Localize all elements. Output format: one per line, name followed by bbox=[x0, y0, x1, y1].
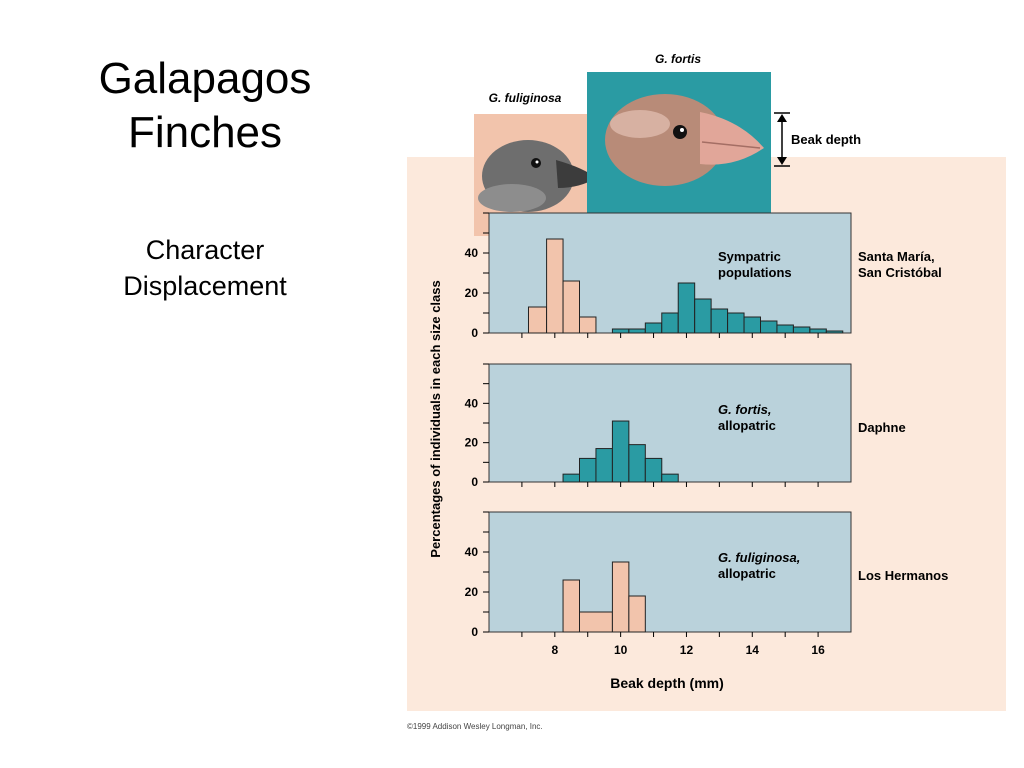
histogram-bar bbox=[628, 328, 646, 334]
panel-annotation: allopatric bbox=[718, 418, 776, 433]
y-tick-label: 40 bbox=[465, 396, 479, 410]
histogram-bar bbox=[527, 306, 548, 334]
slide-title-line: Finches bbox=[127, 108, 283, 157]
label-g-fuliginosa: G. fuliginosa bbox=[489, 91, 562, 105]
slide-subtitle: Character Displacement bbox=[40, 232, 370, 304]
panel-annotation: allopatric bbox=[718, 566, 776, 581]
location-label: Santa María, bbox=[858, 249, 935, 264]
histogram-bar bbox=[694, 298, 712, 334]
histogram-bar bbox=[677, 282, 696, 334]
panel-annotation: Sympatric bbox=[718, 249, 781, 264]
x-tick-label: 16 bbox=[811, 643, 825, 657]
histogram-bar bbox=[661, 473, 679, 483]
slide-subtitle-line: Displacement bbox=[123, 271, 287, 301]
location-label: Los Hermanos bbox=[858, 568, 948, 583]
panel-area bbox=[488, 511, 852, 633]
copyright-note: ©1999 Addison Wesley Longman, Inc. bbox=[407, 722, 543, 731]
histogram-bar bbox=[727, 312, 745, 334]
label-beak-depth: Beak depth bbox=[791, 132, 861, 147]
panel-annotation: G. fuliginosa, bbox=[718, 550, 800, 565]
x-axis-label: Beak depth (mm) bbox=[610, 675, 724, 691]
x-tick-label: 14 bbox=[746, 643, 760, 657]
location-label: San Cristóbal bbox=[858, 265, 942, 280]
histogram-bar bbox=[579, 316, 597, 334]
panel-annotation: G. fortis, bbox=[718, 402, 771, 417]
histogram-bar bbox=[546, 238, 564, 334]
histogram-bar bbox=[562, 280, 581, 334]
histogram-bar bbox=[579, 457, 597, 483]
histogram-bar bbox=[562, 473, 581, 483]
slide-subtitle-line: Character bbox=[145, 235, 265, 265]
y-tick-label: 0 bbox=[471, 475, 478, 489]
label-g-fortis: G. fortis bbox=[655, 52, 701, 66]
y-tick-label: 20 bbox=[465, 286, 479, 300]
histogram-bar bbox=[611, 420, 630, 483]
histogram-bar bbox=[644, 457, 663, 483]
slide-title: Galapagos Finches bbox=[40, 52, 370, 160]
histogram-bar bbox=[595, 448, 613, 483]
histogram-bar bbox=[776, 324, 794, 334]
histogram-bar bbox=[579, 611, 613, 633]
histogram-bar bbox=[760, 320, 778, 334]
histogram-panel: 0 20 40 G. fortis,allopatric Daphne bbox=[465, 363, 906, 489]
panel-annotation: populations bbox=[718, 265, 792, 280]
x-tick-label: 12 bbox=[680, 643, 694, 657]
y-axis-label: Percentages of individuals in each size … bbox=[428, 280, 443, 557]
histogram-bar bbox=[809, 328, 827, 334]
y-tick-label: 40 bbox=[465, 545, 479, 559]
y-tick-label: 20 bbox=[465, 436, 479, 450]
finch-head-fortis-icon bbox=[587, 72, 771, 220]
histogram-bar bbox=[792, 326, 811, 334]
y-tick-label: 20 bbox=[465, 585, 479, 599]
histogram-bar bbox=[611, 328, 630, 334]
beak-depth-arrow-icon bbox=[774, 112, 790, 167]
x-tick-label: 10 bbox=[614, 643, 628, 657]
histogram-bar bbox=[628, 444, 646, 483]
location-label: Daphne bbox=[858, 420, 906, 435]
histogram-bar bbox=[661, 312, 679, 334]
histogram-bar bbox=[825, 330, 844, 334]
histogram-panel: 0 20 40 8 10 12 14 16 G. fuliginosa,allopatric Lo… bbox=[465, 511, 948, 657]
x-tick-label: 8 bbox=[551, 643, 558, 657]
y-tick-label: 40 bbox=[465, 246, 479, 260]
histogram-bar bbox=[628, 595, 646, 633]
histogram-bar bbox=[710, 308, 729, 334]
histogram-bar bbox=[743, 316, 762, 334]
panel-area bbox=[488, 363, 852, 483]
histogram-bar bbox=[562, 579, 581, 633]
histogram-bar bbox=[644, 322, 663, 334]
histogram-bar bbox=[611, 561, 630, 633]
y-tick-label: 0 bbox=[471, 326, 478, 340]
slide-title-line: Galapagos bbox=[98, 54, 312, 103]
y-tick-label: 0 bbox=[471, 625, 478, 639]
